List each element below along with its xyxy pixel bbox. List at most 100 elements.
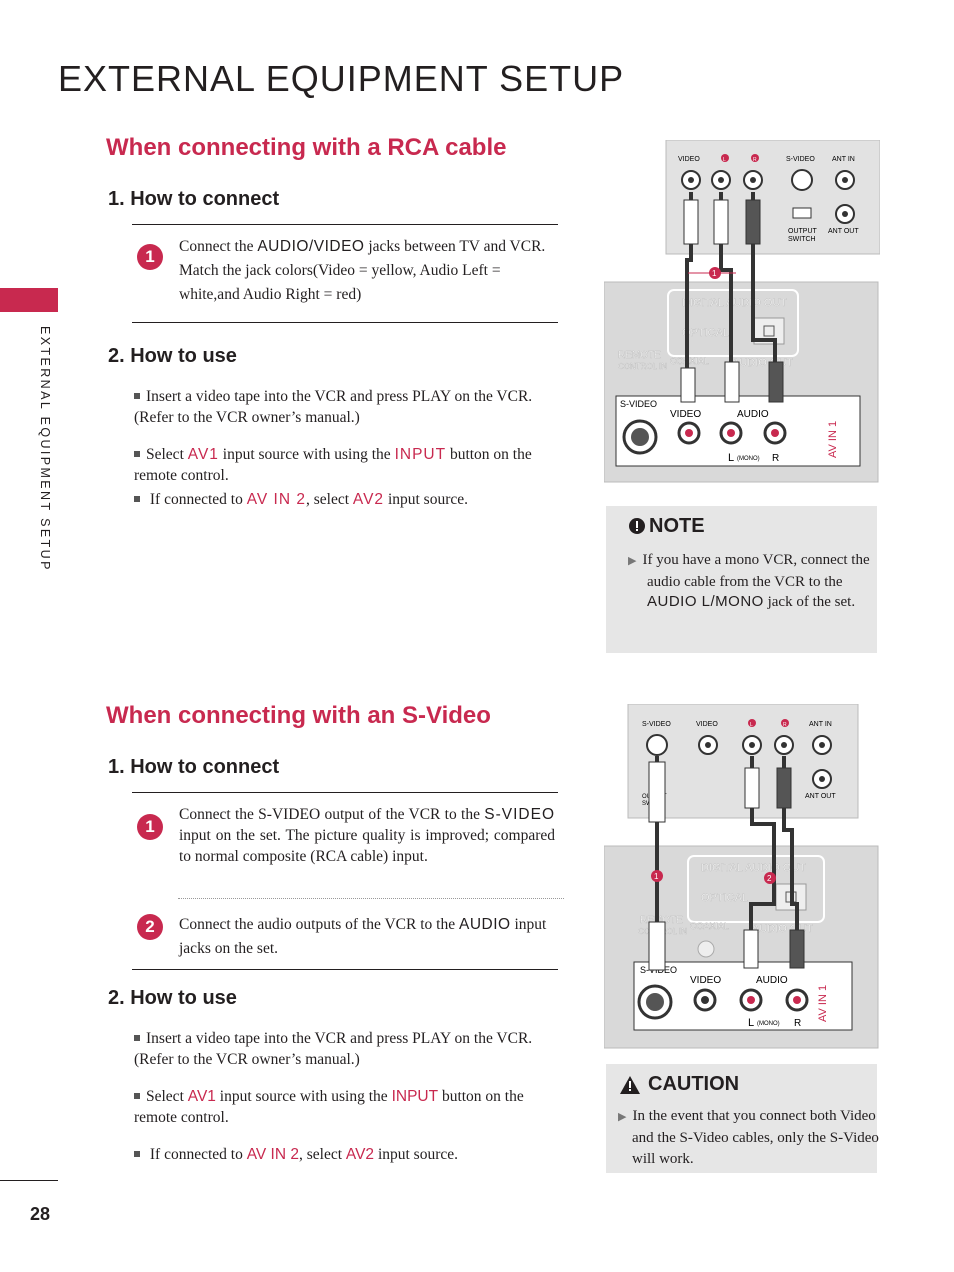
rca-use-title: 2. How to use	[108, 345, 237, 367]
footer-rule	[0, 1180, 58, 1181]
svideo-connection-diagram: S-VIDEO VIDEO L R ANT IN OUTPUT SWITCH A…	[604, 704, 879, 1049]
svideo-step-2-text: Connect the audio outputs of the VCR to …	[179, 916, 547, 957]
vcr-svideo-label: S-VIDEO	[786, 156, 815, 163]
rca-plug	[744, 767, 760, 809]
tv-l-label: L	[748, 1017, 754, 1029]
rca-heading: When connecting with a RCA cable	[106, 134, 507, 161]
digital-audio-out-label: DIGITAL AUDIO OUT	[682, 297, 787, 309]
optical-label: OPTICAL	[682, 327, 729, 339]
bullet-icon	[134, 496, 140, 503]
divider	[132, 224, 558, 225]
rca-use-item-1: Insert a video tape into the VCR and pre…	[134, 388, 533, 426]
vcr-video-label: VIDEO	[678, 156, 700, 163]
marker-2-label: 2	[767, 874, 772, 883]
coaxial-label: COAXIAL	[690, 921, 729, 931]
tv-audio-label: AUDIO	[756, 975, 788, 986]
vcr-r-label: R	[753, 157, 757, 163]
remote-label: REMOTE	[640, 915, 683, 926]
rca-connect-title: 1. How to connect	[108, 188, 280, 210]
r-indicator-icon	[751, 154, 759, 162]
side-tab-marker	[0, 288, 58, 312]
bullet-icon	[134, 1035, 140, 1042]
vcr-svideo-jack	[791, 169, 813, 191]
output-switch-label-2: SWITCH	[788, 236, 816, 243]
rca-use-item-3: If connected to AV IN 2, select AV2 inpu…	[134, 489, 549, 510]
note-box: NOTE ▶If you have a mono VCR, connect th…	[606, 506, 877, 653]
av-in-1-label: AV IN 1	[817, 985, 829, 1022]
rca-plug	[713, 199, 729, 245]
divider	[132, 322, 558, 323]
vcr-ant-in-label: ANT IN	[809, 721, 832, 728]
rca-connection-diagram: VIDEO L R S-VIDEO ANT IN OUTPUT SWITCH A…	[604, 140, 880, 483]
caution-title: CAUTION	[648, 1073, 740, 1095]
side-section-label: EXTERNAL EQUIPMENT SETUP	[38, 326, 52, 572]
rca-plug	[743, 929, 759, 969]
divider	[132, 792, 558, 793]
output-switch-label-1: OUTPUT	[788, 228, 818, 235]
marker-1-label: 1	[654, 872, 659, 881]
r-indicator-icon	[781, 719, 789, 727]
step-2-badge: 2	[137, 914, 163, 940]
note-text: ▶If you have a mono VCR, connect the aud…	[628, 552, 870, 610]
caution-text: ▶In the event that you connect both Vide…	[618, 1108, 879, 1167]
triangle-bullet-icon: ▶	[618, 1111, 627, 1123]
dotted-divider	[178, 898, 564, 899]
tv-r-label: R	[794, 1018, 801, 1029]
tv-video-label: VIDEO	[670, 409, 701, 420]
svideo-connect-title: 1. How to connect	[108, 756, 280, 778]
rca-plug	[683, 199, 699, 245]
svideo-use-item-3: If connected to AV IN 2, select AV2 inpu…	[134, 1144, 564, 1165]
output-switch	[792, 207, 812, 219]
divider	[132, 969, 558, 970]
svideo-use-item-2: Select AV1 input source with using the I…	[134, 1088, 524, 1126]
vcr-r-label: R	[783, 722, 787, 728]
coaxial-label: COAXIAL	[670, 356, 709, 366]
vcr-back-panel	[665, 140, 880, 255]
tv-mono-label: (MONO)	[737, 456, 760, 462]
audio-r-cable	[782, 756, 799, 966]
svideo-plug	[648, 921, 666, 971]
rca-plug	[768, 361, 784, 403]
marker-1-label: 1	[712, 269, 717, 278]
rca-use-item-2: Select AV1 input source with using the I…	[134, 446, 532, 484]
tv-video-label: VIDEO	[690, 975, 721, 986]
vcr-ant-out-label: ANT OUT	[805, 793, 836, 800]
optical-label: OPTICAL	[701, 892, 748, 904]
svideo-plug	[648, 761, 666, 823]
svideo-heading: When connecting with an S-Video	[106, 702, 491, 729]
digital-audio-out-label: DIGITAL AUDIO OUT	[701, 862, 806, 874]
page-title: EXTERNAL EQUIPMENT SETUP	[58, 58, 625, 99]
tv-l-label: L	[728, 452, 734, 464]
note-title: NOTE	[649, 515, 705, 537]
rca-step-1-text: Connect the AUDIO/VIDEO jacks between TV…	[179, 238, 546, 303]
svideo-step-1-text: Connect the S-VIDEO output of the VCR to…	[179, 806, 555, 865]
bullet-icon	[134, 1151, 140, 1158]
svideo-use-title: 2. How to use	[108, 987, 237, 1009]
page-number: 28	[30, 1204, 51, 1224]
vcr-back-panel	[627, 704, 859, 819]
bullet-icon	[134, 1093, 140, 1100]
audio-out-label: AUDIO OUT	[732, 357, 793, 369]
exclamation-icon	[629, 518, 645, 534]
tv-audio-label: AUDIO	[737, 409, 769, 420]
vcr-video-label: VIDEO	[696, 721, 718, 728]
bullet-icon	[134, 393, 140, 400]
rca-plug	[789, 929, 805, 969]
triangle-bullet-icon: ▶	[628, 555, 637, 567]
tv-r-label: R	[772, 453, 779, 464]
step-1-badge: 1	[137, 814, 163, 840]
rca-plug	[745, 199, 761, 245]
rca-plug	[776, 767, 792, 809]
svideo-use-item-1: Insert a video tape into the VCR and pre…	[134, 1030, 533, 1068]
marker-1-badge	[709, 267, 721, 279]
vcr-ant-in-label: ANT IN	[832, 156, 855, 163]
rca-plug	[680, 367, 696, 403]
vcr-l-label: L	[750, 722, 753, 728]
tv-svideo-label: S-VIDEO	[620, 399, 657, 409]
vcr-svideo-label: S-VIDEO	[642, 721, 671, 728]
av-in-1-label: AV IN 1	[827, 421, 839, 458]
remote-label: REMOTE	[618, 350, 661, 361]
audio-l-cable	[749, 756, 776, 966]
audio-video-keyword: AUDIO/VIDEO	[257, 238, 365, 255]
vcr-l-label: L	[723, 157, 726, 163]
